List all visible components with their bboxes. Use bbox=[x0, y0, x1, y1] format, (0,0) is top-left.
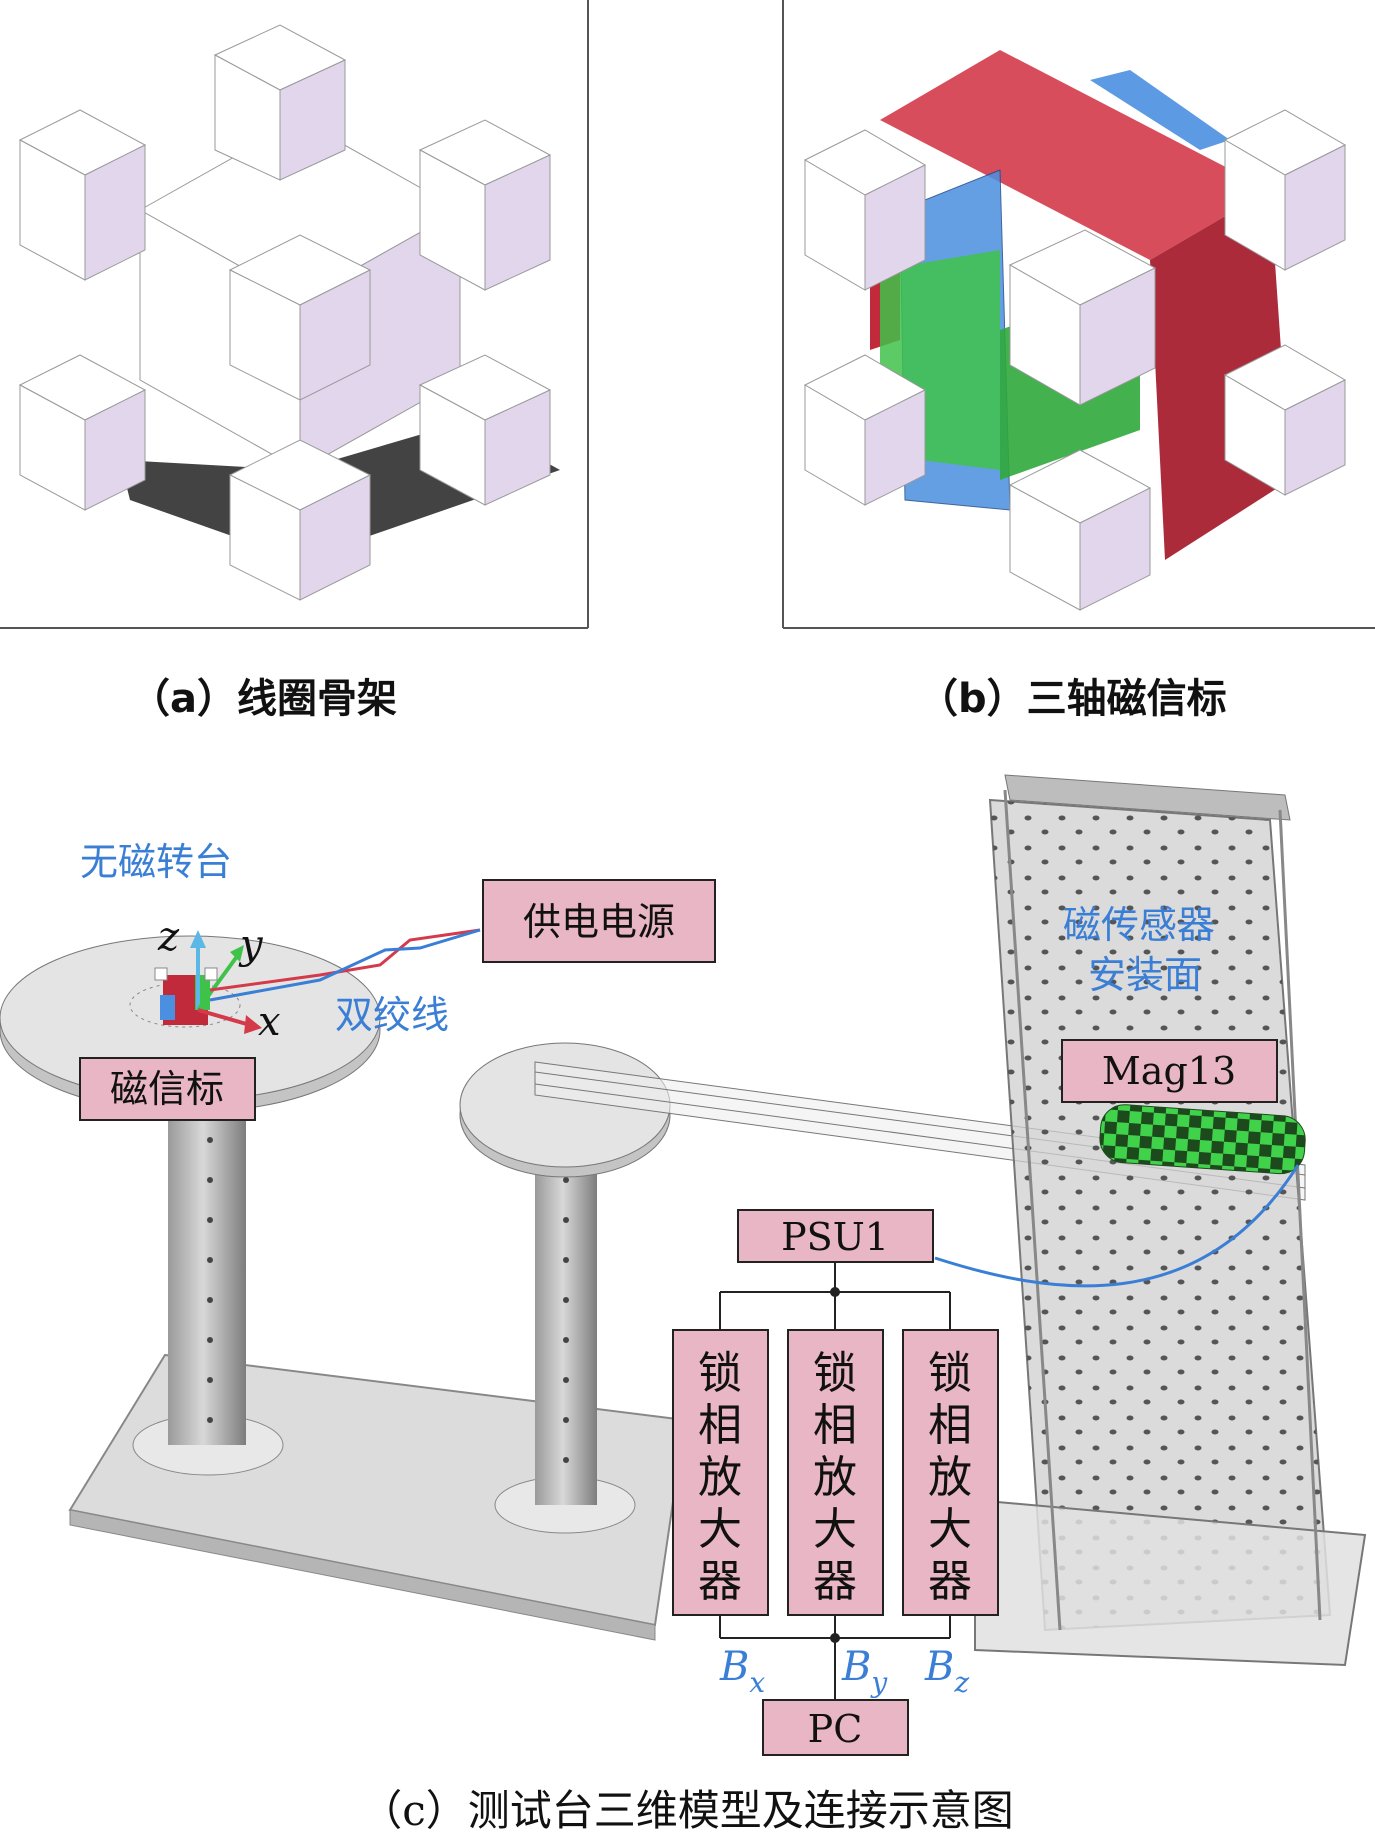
pillar-right bbox=[535, 1140, 597, 1505]
lockin-char: 大 bbox=[698, 1504, 742, 1555]
panel-b-triaxial-beacon bbox=[783, 0, 1375, 628]
lockin-char: 放 bbox=[813, 1452, 857, 1503]
corner-block bbox=[1225, 110, 1345, 270]
corner-block bbox=[420, 120, 550, 290]
lockin-char: 相 bbox=[698, 1400, 742, 1451]
lockin-char: 锁 bbox=[928, 1348, 972, 1399]
pc-box: PC bbox=[763, 1700, 908, 1755]
corner-block bbox=[215, 25, 345, 180]
lockin-amplifier-z: 锁 相 放 大 器 bbox=[903, 1330, 998, 1615]
beacon-box: 磁信标 bbox=[80, 1058, 255, 1120]
power-supply-label: 供电电源 bbox=[523, 900, 675, 944]
corner-block bbox=[230, 235, 370, 400]
psu1-label: PSU1 bbox=[781, 1215, 889, 1259]
corner-block bbox=[230, 440, 370, 600]
lockin-amplifier-y: 锁 相 放 大 器 bbox=[788, 1330, 883, 1615]
pc-label: PC bbox=[808, 1707, 863, 1751]
mag13-label: Mag13 bbox=[1102, 1049, 1236, 1093]
lockin-char: 锁 bbox=[698, 1348, 742, 1399]
turntable-label: 无磁转台 bbox=[80, 840, 232, 884]
lockin-char: 相 bbox=[928, 1400, 972, 1451]
lockin-char: 大 bbox=[813, 1504, 857, 1555]
corner-block bbox=[20, 355, 145, 510]
sensor-mount-label-2: 安装面 bbox=[1088, 953, 1202, 997]
caption-a: （a）线圈骨架 bbox=[130, 676, 397, 722]
lockin-char: 器 bbox=[928, 1556, 972, 1607]
axis-y-label: y bbox=[238, 922, 264, 968]
panel-a-coil-frame bbox=[0, 0, 588, 628]
corner-block bbox=[20, 110, 145, 280]
mag13-box: Mag13 bbox=[1062, 1040, 1277, 1102]
caption-c: （c）测试台三维模型及连接示意图 bbox=[360, 1786, 1014, 1835]
lockin-char: 锁 bbox=[813, 1348, 857, 1399]
power-supply-box: 供电电源 bbox=[483, 880, 715, 962]
lockin-char: 器 bbox=[813, 1556, 857, 1607]
corner-block bbox=[805, 130, 925, 290]
lockin-char: 相 bbox=[813, 1400, 857, 1451]
pillar-left bbox=[168, 1100, 246, 1445]
psu1-box: PSU1 bbox=[738, 1210, 933, 1262]
lockin-char: 放 bbox=[928, 1452, 972, 1503]
sensor-mount-label-1: 磁传感器 bbox=[1063, 903, 1215, 947]
signal-bx: Bx bbox=[719, 1644, 765, 1699]
lockin-char: 大 bbox=[928, 1504, 972, 1555]
corner-block bbox=[1010, 450, 1150, 610]
caption-b: （b）三轴磁信标 bbox=[918, 676, 1227, 722]
lockin-amplifier-x: 锁 相 放 大 器 bbox=[673, 1330, 768, 1615]
lockin-char: 放 bbox=[698, 1452, 742, 1503]
signal-by: By bbox=[841, 1644, 888, 1699]
signal-bz: Bz bbox=[924, 1644, 969, 1699]
lockin-char: 器 bbox=[698, 1556, 742, 1607]
twisted-pair-label: 双绞线 bbox=[335, 993, 449, 1037]
axis-x-label: x bbox=[258, 999, 281, 1045]
beacon-label: 磁信标 bbox=[110, 1067, 224, 1111]
axis-z-label: z bbox=[157, 914, 180, 960]
